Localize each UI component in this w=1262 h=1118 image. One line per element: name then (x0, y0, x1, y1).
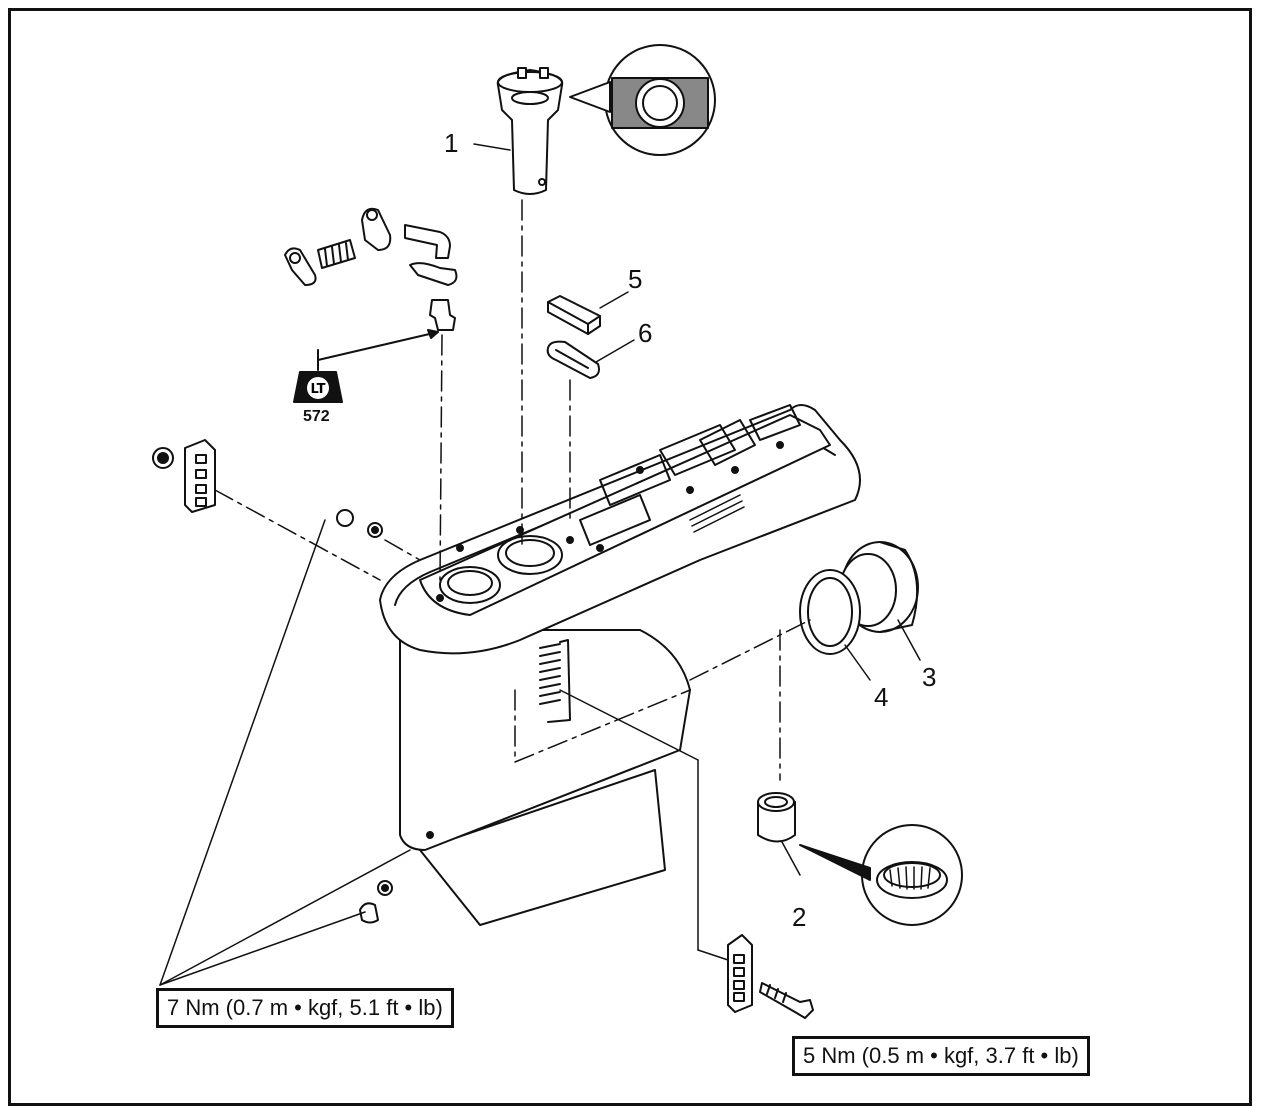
sealant-letters: LT (311, 382, 326, 397)
callout-1: 1 (444, 128, 459, 158)
left-anode (152, 439, 383, 538)
sealant-code: 572 (303, 408, 330, 425)
right-anode (727, 934, 814, 1019)
bottom-fasteners (359, 880, 393, 924)
part-3-oil-seal (839, 541, 919, 633)
part-1-sleeve (496, 44, 716, 195)
diagram-frame (8, 8, 1252, 1106)
torque-spec-right: 5 Nm (0.5 m • kgf, 3.7 ft • lb) (792, 1036, 1090, 1076)
callout-2: 2 (792, 902, 807, 932)
leader-lines (159, 143, 921, 986)
callout-6: 6 (638, 318, 653, 348)
sealant-badge (293, 329, 439, 403)
callout-4: 4 (874, 682, 889, 712)
part-5-seal (547, 295, 601, 335)
hose-fittings (284, 207, 458, 331)
part-2-needle-bearing (757, 792, 963, 926)
callout-3: 3 (922, 662, 937, 692)
part-4-washer (799, 569, 861, 655)
torque-spec-left: 7 Nm (0.7 m • kgf, 5.1 ft • lb) (156, 988, 454, 1028)
part-6-seal (546, 340, 600, 379)
lower-casing (379, 404, 861, 926)
assembly-axes (214, 199, 811, 781)
callout-5: 5 (628, 264, 643, 294)
